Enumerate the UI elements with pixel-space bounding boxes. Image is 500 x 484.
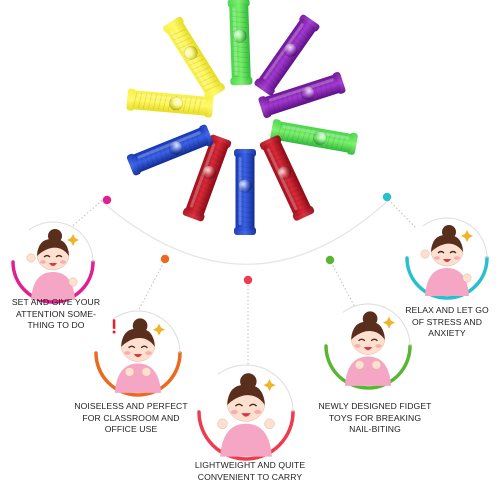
hair — [431, 234, 463, 252]
fidget-toy-yellow — [126, 88, 214, 118]
caption-relax: RELAX AND LET GO OF STRESS AND ANXIETY — [405, 305, 489, 338]
sparkle-icon — [153, 323, 165, 336]
hand — [141, 367, 152, 377]
dot-lightweight — [243, 275, 253, 285]
mouth — [133, 354, 143, 358]
mouth — [443, 259, 451, 262]
hair — [121, 328, 155, 347]
hand — [354, 360, 365, 370]
eye-right — [55, 254, 63, 258]
feature-badge-lightweight — [197, 275, 295, 461]
shirt-shape — [220, 423, 272, 457]
shirt-shape — [31, 272, 75, 300]
caption-attention: SET AND GIVE YOUR ATTENTION SOME- THING … — [11, 297, 101, 330]
hand — [264, 418, 275, 429]
connector-line-3 — [330, 261, 359, 314]
eye-right — [249, 403, 258, 407]
feature-badge-attention — [11, 195, 112, 304]
sparkle-icon — [383, 316, 395, 329]
fidget-toy-red — [259, 135, 315, 221]
sparkle-icon — [263, 379, 276, 392]
connector-lines — [69, 196, 417, 375]
fidget-toy-purple — [258, 72, 346, 118]
mouth — [363, 347, 373, 351]
fidget-toy-blue — [126, 124, 214, 176]
hand — [420, 249, 430, 259]
fidget-toy-yellow — [163, 16, 225, 100]
eye-right — [140, 345, 148, 349]
hair — [37, 238, 69, 256]
feature-badge-nail-biting — [324, 255, 412, 390]
connector-line-4 — [385, 196, 417, 229]
hand — [68, 277, 78, 287]
eye-left — [128, 345, 136, 349]
connector-line-0 — [69, 197, 106, 229]
hand — [371, 360, 382, 370]
dot-attention — [102, 195, 112, 205]
dot-nail-biting — [325, 255, 335, 265]
feature-badge-relax — [382, 192, 489, 300]
eye-left — [234, 403, 243, 407]
fidget-toy-green — [227, 0, 253, 86]
caption-nail-biting: NEWLY DESIGNED FIDGET TOYS FOR BREAKING … — [318, 401, 432, 434]
fidget-toy-purple — [254, 14, 320, 96]
eye-left — [358, 338, 366, 342]
connector-line-1 — [136, 261, 165, 314]
connector-arc — [99, 196, 393, 265]
sparkle-icon — [461, 230, 473, 242]
mouth — [49, 263, 57, 266]
fidget-toy-green — [270, 119, 358, 155]
hair — [351, 321, 385, 340]
mouth — [241, 413, 251, 417]
exclamation-icon — [112, 319, 116, 329]
caption-noiseless: NOISELESS AND PERFECT FOR CLASSROOM AND … — [74, 401, 188, 434]
dot-relax — [382, 192, 392, 202]
hand — [124, 367, 135, 377]
eye-left — [43, 254, 51, 258]
eye-left — [437, 250, 445, 254]
fidget-toy-blue — [234, 149, 256, 235]
hand — [26, 253, 36, 263]
hand — [217, 418, 228, 429]
dot-noiseless — [160, 254, 170, 264]
hand — [462, 273, 472, 283]
eye-right — [370, 338, 378, 342]
hair — [227, 384, 265, 405]
eye-right — [449, 250, 457, 254]
caption-lightweight: LIGHTWEIGHT AND QUITE CONVENIENT TO CARR… — [194, 460, 306, 482]
sparkle-icon — [67, 234, 79, 246]
fidget-toy-ring — [126, 0, 358, 235]
shirt-shape — [425, 268, 469, 296]
fidget-toy-red — [182, 134, 232, 222]
feature-badge-noiseless — [94, 254, 182, 397]
